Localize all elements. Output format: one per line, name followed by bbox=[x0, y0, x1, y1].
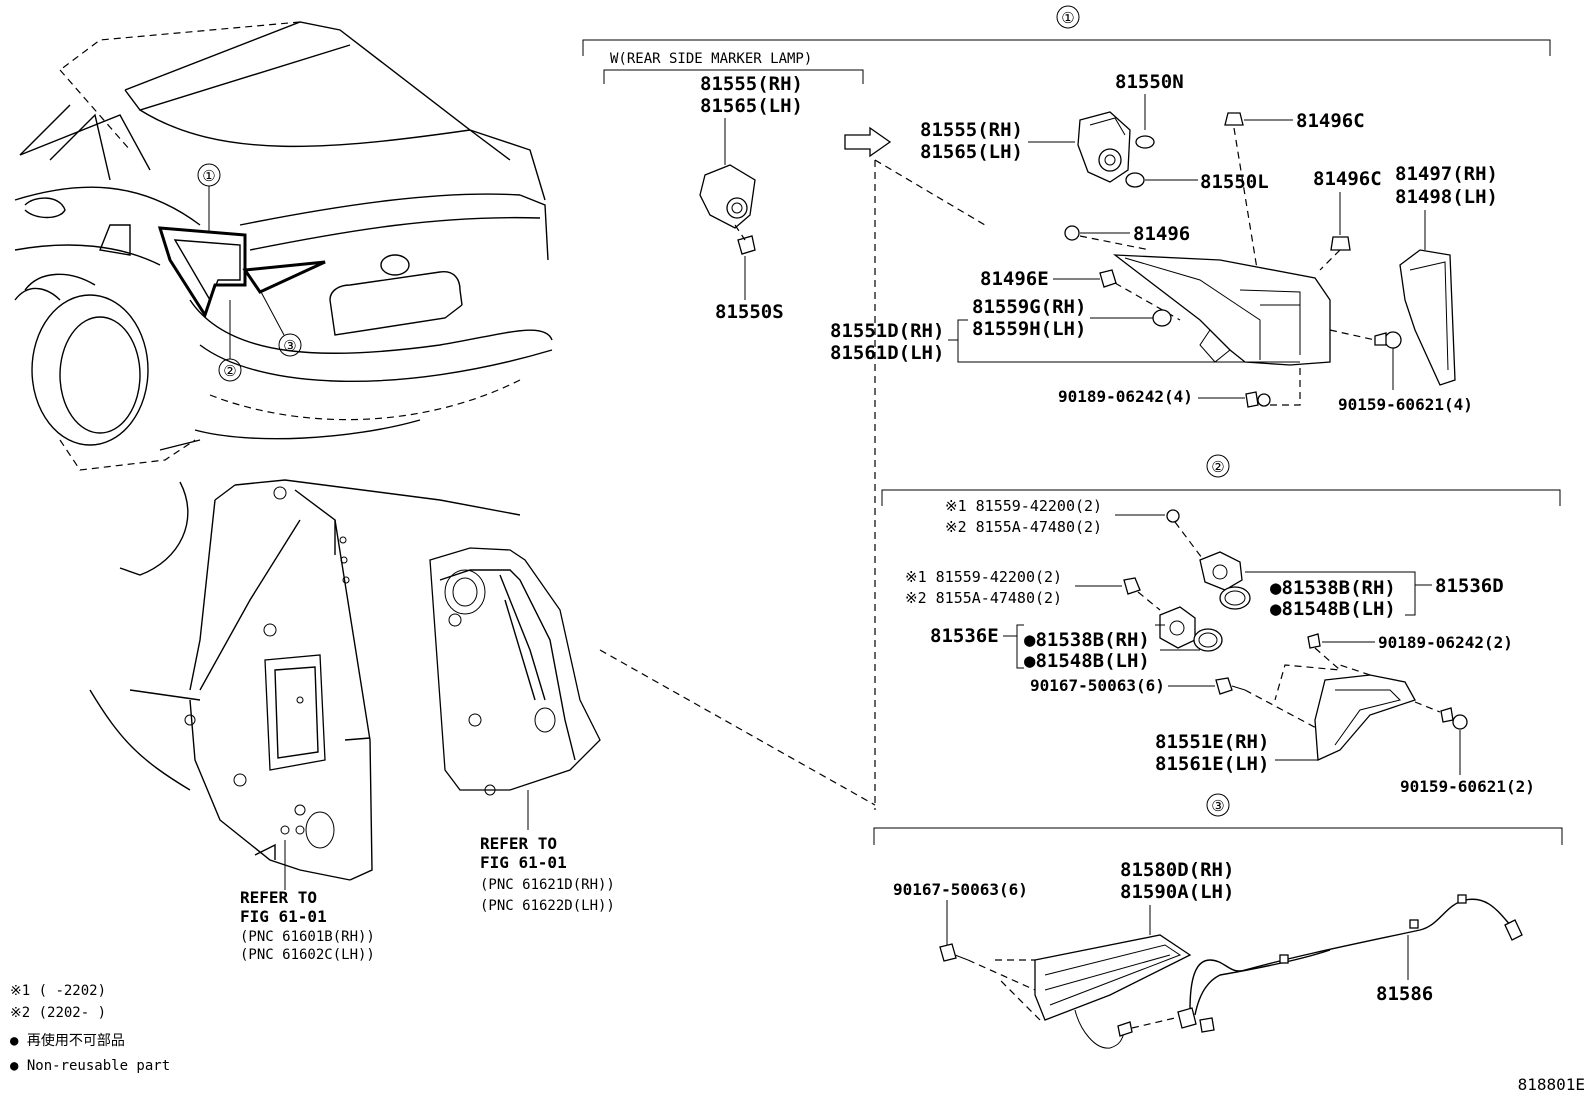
inner-quarter-panel bbox=[429, 547, 601, 830]
refer-right-line1: REFER TO bbox=[480, 834, 557, 853]
gasket-rh-2: ●81538B(RH) bbox=[1024, 629, 1150, 651]
clip-c: 81496C bbox=[1313, 168, 1382, 190]
section-1: ① W(REAR SIDE MARKER LAMP) 81555(RH) 815… bbox=[582, 5, 1551, 414]
clip: 81496 bbox=[1133, 223, 1190, 245]
callout-3-car: ③ bbox=[283, 337, 296, 355]
inset-title: W(REAR SIDE MARKER LAMP) bbox=[610, 51, 812, 67]
lamp-lh: 81561D(LH) bbox=[830, 342, 944, 364]
nut-2: 90189-06242(2) bbox=[1378, 633, 1513, 652]
legend-note-2: ※2 (2202- ) bbox=[10, 1005, 106, 1021]
bulb2-a: ※1 81559-42200(2) bbox=[905, 568, 1062, 586]
lamp-rh: 81551D(RH) bbox=[830, 320, 944, 342]
refer-right: REFER TO FIG 61-01 (PNC 61621D(RH)) (PNC… bbox=[480, 834, 615, 914]
refer-left: REFER TO FIG 61-01 (PNC 61601B(RH)) (PNC… bbox=[240, 888, 375, 963]
screw-3: 90167-50063(6) bbox=[893, 880, 1028, 899]
refer-left-line2: FIG 61-01 bbox=[240, 907, 327, 926]
refer-left-line3: (PNC 61601B(RH)) bbox=[240, 929, 375, 945]
callout-2-car: ② bbox=[223, 362, 236, 380]
section-3: ③ 90167-50063(6) 81580D(RH) 81590A(LH) 8… bbox=[873, 793, 1563, 1049]
lamp-rh-3: 81580D(RH) bbox=[1120, 859, 1234, 881]
legend-note-1: ※1 ( -2202) bbox=[10, 983, 106, 999]
car-callouts: ① ② ③ bbox=[197, 163, 302, 382]
legend: ※1 ( -2202) ※2 (2202- ) ● 再使用不可部品 ● Non-… bbox=[10, 983, 170, 1074]
refer-left-line1: REFER TO bbox=[240, 888, 317, 907]
inset-socket-lh: 81565(LH) bbox=[700, 95, 803, 117]
leader-inner-panel bbox=[599, 649, 876, 806]
refer-right-line2: FIG 61-01 bbox=[480, 853, 567, 872]
legend-jp: ● 再使用不可部品 bbox=[10, 1032, 125, 1049]
lamp-lh-3: 81590A(LH) bbox=[1120, 881, 1234, 903]
socket-lh: 81565(LH) bbox=[920, 141, 1023, 163]
legend-en: ● Non-reusable part bbox=[10, 1058, 170, 1074]
inset-socket-rh: 81555(RH) bbox=[700, 73, 803, 95]
socket-rh: 81555(RH) bbox=[920, 119, 1023, 141]
bulb-n: 81550N bbox=[1115, 71, 1184, 93]
diagram-id: 818801E bbox=[1518, 1075, 1585, 1094]
callout-2: ② bbox=[1211, 458, 1224, 476]
clip-c-top: 81496C bbox=[1296, 110, 1365, 132]
bulb2-b: ※2 8155A-47480(2) bbox=[905, 589, 1062, 607]
screw-right: 90159-60621(2) bbox=[1400, 777, 1535, 796]
screw-left: 90167-50063(6) bbox=[1030, 676, 1165, 695]
screw: 90159-60621(4) bbox=[1338, 395, 1473, 414]
gasket-lh-2: ●81548B(LH) bbox=[1024, 650, 1150, 672]
socket-g-rh: 81559G(RH) bbox=[972, 296, 1086, 318]
gasket-lh-1: ●81548B(LH) bbox=[1270, 598, 1396, 620]
nut: 90189-06242(4) bbox=[1058, 387, 1193, 406]
cover-lh: 81498(LH) bbox=[1395, 186, 1498, 208]
clip-e: 81496E bbox=[980, 268, 1049, 290]
bulb-l: 81550L bbox=[1200, 171, 1269, 193]
callout-1: ① bbox=[1061, 9, 1074, 27]
socket-h-lh: 81559H(LH) bbox=[972, 318, 1086, 340]
refer-right-line3: (PNC 61621D(RH)) bbox=[480, 877, 615, 893]
bulb1-b: ※2 8155A-47480(2) bbox=[945, 518, 1102, 536]
lamp-lh-2: 81561E(LH) bbox=[1155, 753, 1269, 775]
socket-e: 81536E bbox=[930, 625, 999, 647]
quarter-panel bbox=[89, 479, 521, 890]
refer-right-line4: (PNC 61622D(LH)) bbox=[480, 898, 615, 914]
car-rear-view bbox=[14, 21, 553, 471]
inset-bulb: 81550S bbox=[715, 301, 784, 323]
gasket-rh-1: ●81538B(RH) bbox=[1270, 577, 1396, 599]
callout-3: ③ bbox=[1211, 797, 1224, 815]
callout-1-car: ① bbox=[202, 167, 215, 185]
refer-left-line4: (PNC 61602C(LH)) bbox=[240, 947, 375, 963]
socket-d: 81536D bbox=[1435, 575, 1504, 597]
wire-harness: 81586 bbox=[1376, 983, 1433, 1005]
cover-rh: 81497(RH) bbox=[1395, 163, 1498, 185]
bulb1-a: ※1 81559-42200(2) bbox=[945, 497, 1102, 515]
section-2: ② ※1 81559-42200(2) ※2 8155A-47480(2) ●8… bbox=[881, 454, 1561, 796]
leader-section1-lamp bbox=[874, 159, 986, 226]
lamp-rh-2: 81551E(RH) bbox=[1155, 731, 1269, 753]
